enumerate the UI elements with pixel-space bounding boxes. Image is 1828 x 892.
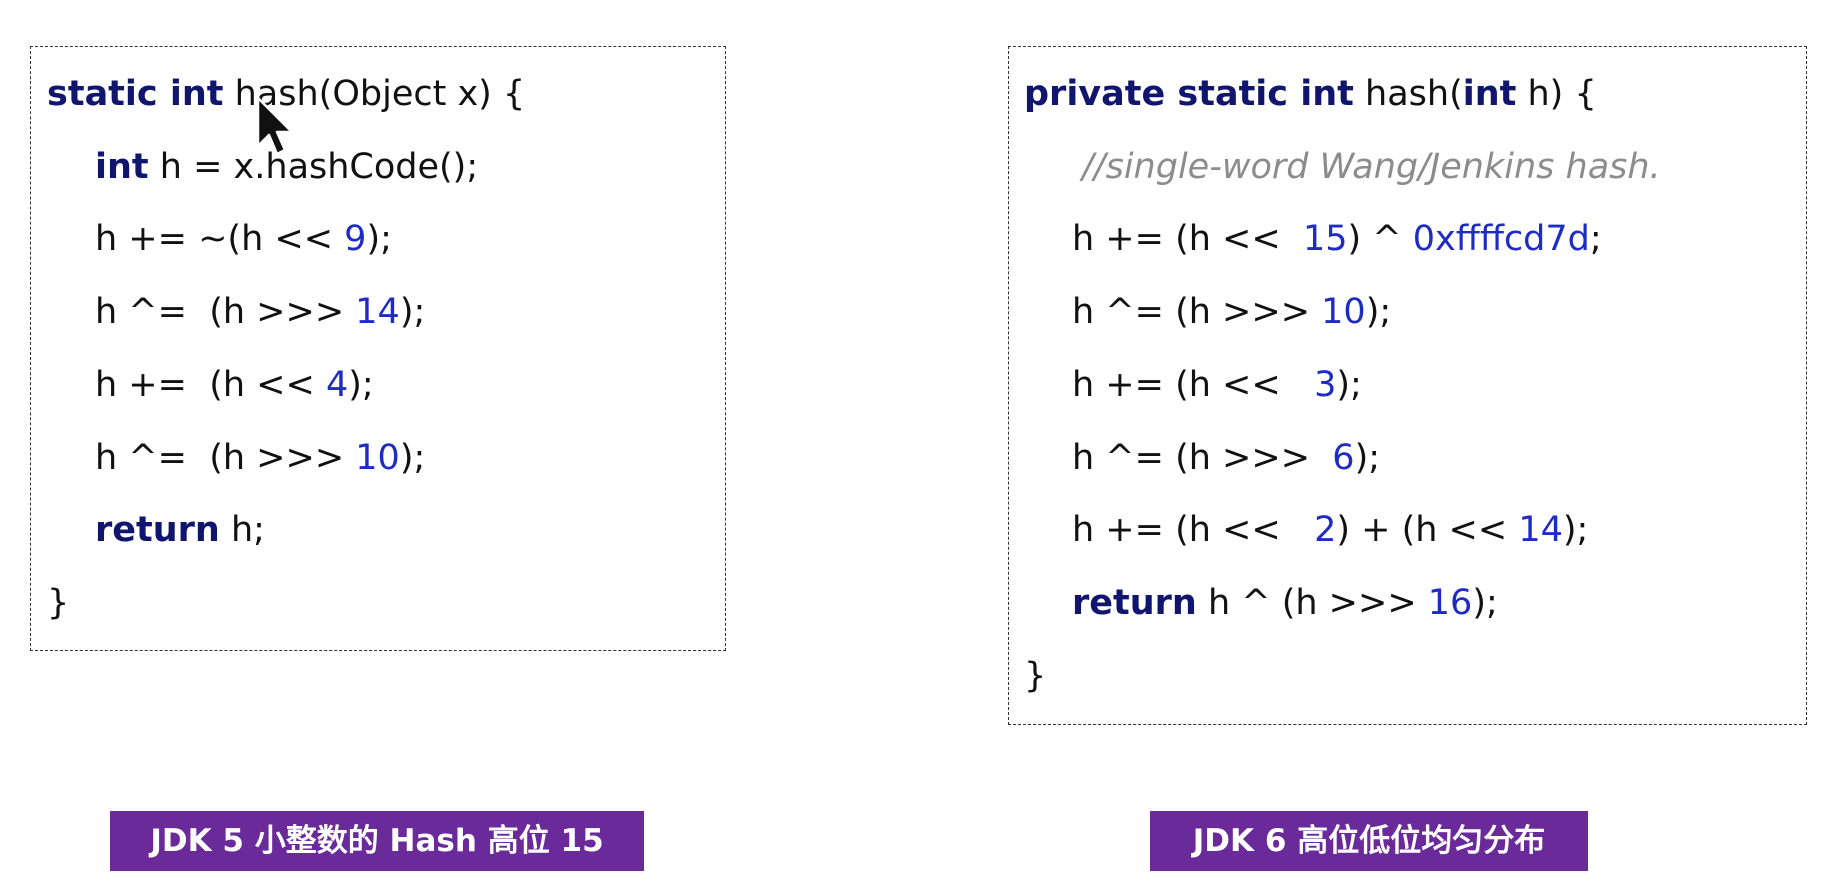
code-number: 2: [1314, 510, 1337, 551]
code-number: 10: [355, 437, 400, 478]
code-number: 14: [355, 292, 400, 333]
code-keyword: private static int: [1024, 74, 1354, 114]
code-text: );: [1472, 582, 1498, 623]
code-line: return h ^ (h >>> 16);: [1072, 581, 1498, 625]
code-number: 6: [1332, 437, 1355, 478]
code-line: h += (h << 4);: [95, 363, 374, 407]
code-text: }: [47, 582, 70, 623]
code-number: 9: [344, 219, 367, 260]
code-keyword: int: [95, 146, 149, 187]
code-line: h ^= (h >>> 10);: [1072, 290, 1391, 334]
code-number: 3: [1314, 364, 1337, 405]
code-line: h += (h << 3);: [1072, 363, 1362, 407]
code-line: //single-word Wang/Jenkins hash.: [1082, 145, 1661, 189]
code-number: 16: [1427, 582, 1473, 623]
code-line: int h = x.hashCode();: [95, 145, 478, 189]
code-text: h;: [219, 510, 265, 551]
code-keyword: int: [1462, 74, 1517, 114]
code-text: );: [1354, 437, 1381, 478]
code-text: h ^= (h >>>: [1072, 292, 1322, 333]
code-text: );: [399, 292, 426, 333]
code-text: h += (h <<: [1072, 219, 1303, 260]
code-text: );: [1562, 510, 1589, 551]
code-text: hash(: [1353, 74, 1463, 114]
code-text: h += (h <<: [1072, 364, 1315, 405]
code-text: h += (h <<: [1072, 510, 1315, 551]
code-text: }: [1024, 655, 1047, 696]
code-text: );: [1336, 364, 1362, 405]
code-line: }: [1024, 654, 1046, 698]
code-text: );: [348, 364, 374, 405]
code-number: 0xffffcd7d: [1412, 219, 1590, 260]
code-text: h = x.hashCode();: [148, 146, 479, 187]
code-number: 4: [325, 364, 349, 405]
code-line: private static int hash(int h) {: [1024, 72, 1597, 116]
code-line: h ^= (h >>> 14);: [95, 290, 425, 334]
code-text: hash(Object x) {: [223, 74, 526, 114]
code-number: 14: [1518, 510, 1563, 551]
code-text: h ^= (h >>>: [95, 437, 356, 478]
code-line: h += (h << 15) ^ 0xffffcd7d;: [1072, 217, 1602, 261]
code-text: h += (h <<: [95, 364, 326, 405]
code-text: h ^= (h >>>: [95, 292, 356, 333]
code-text: h) {: [1516, 74, 1597, 114]
code-text: ) ^: [1347, 219, 1413, 260]
code-line: static int hash(Object x) {: [47, 72, 525, 116]
code-text: ;: [1589, 219, 1602, 260]
code-keyword: return: [95, 510, 220, 551]
code-text: );: [399, 437, 426, 478]
code-keyword: return: [1072, 582, 1197, 623]
code-number: 15: [1302, 219, 1348, 260]
mouse-cursor-icon: [256, 96, 294, 156]
jdk5-code-panel: [30, 46, 726, 651]
code-line: h ^= (h >>> 10);: [95, 436, 425, 480]
code-line: h += (h << 2) + (h << 14);: [1072, 508, 1588, 552]
code-line: h ^= (h >>> 6);: [1072, 436, 1380, 480]
code-line: h += ~(h << 9);: [95, 217, 392, 261]
code-line: }: [47, 581, 69, 625]
code-text: h += ~(h <<: [95, 219, 345, 260]
code-text: );: [366, 219, 392, 260]
code-text: h ^= (h >>>: [1072, 437, 1333, 478]
code-number: 10: [1321, 292, 1366, 333]
code-text: h ^ (h >>>: [1196, 582, 1428, 623]
jdk6-code-panel: [1008, 46, 1807, 725]
code-keyword: static int: [47, 74, 224, 114]
jdk6-caption: JDK 6 高位低位均匀分布: [1150, 811, 1588, 871]
code-comment: //single-word Wang/Jenkins hash.: [1082, 146, 1661, 187]
jdk5-caption: JDK 5 小整数的 Hash 高位 15: [110, 811, 644, 871]
code-text: );: [1365, 292, 1392, 333]
code-text: ) + (h <<: [1336, 510, 1519, 551]
code-line: return h;: [95, 508, 265, 552]
